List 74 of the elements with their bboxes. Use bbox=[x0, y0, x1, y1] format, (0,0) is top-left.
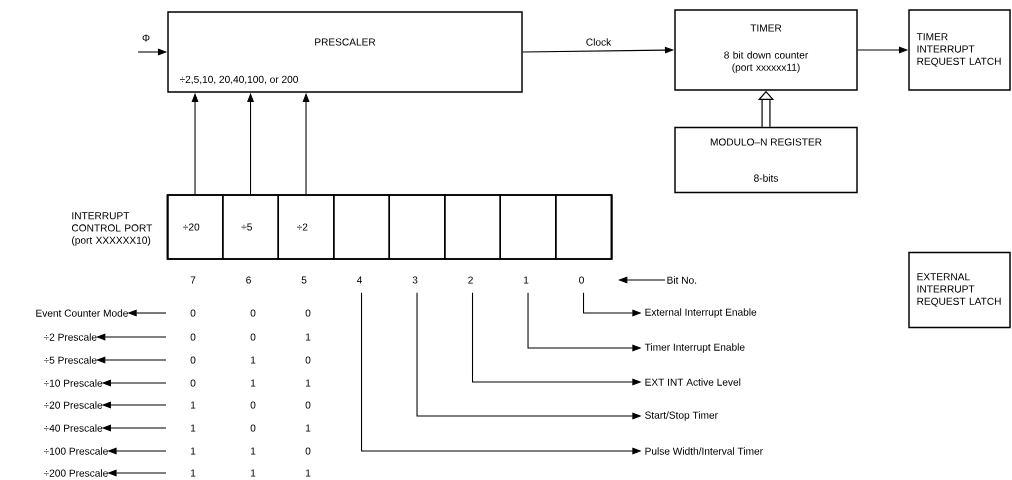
mode-label: ÷200 Prescale bbox=[43, 469, 108, 477]
box-text: ÷2,5,10, 20,40,100, or 200 bbox=[179, 75, 298, 85]
bit-number: 2 bbox=[468, 276, 473, 284]
table-value: 0 bbox=[305, 356, 311, 364]
bit-number: 6 bbox=[246, 276, 251, 284]
box-text: TIMER bbox=[750, 24, 782, 32]
edge-label: Φ bbox=[140, 33, 152, 43]
bit-function-label: EXT INT Active Level bbox=[645, 378, 741, 386]
table-value: 1 bbox=[305, 469, 311, 477]
box-text: ÷20 bbox=[183, 223, 200, 231]
bit-cell bbox=[444, 194, 501, 284]
latch-box bbox=[908, 9, 1011, 91]
mode-label: Event Counter Mode bbox=[36, 309, 128, 317]
table-value: 0 bbox=[190, 379, 196, 387]
bit-cell bbox=[388, 194, 446, 284]
table-value: 1 bbox=[305, 333, 311, 341]
bit-number: 3 bbox=[412, 276, 418, 284]
bit-cell bbox=[277, 194, 335, 284]
mode-label: ÷5 Prescale bbox=[43, 356, 97, 364]
box-text: ÷2 bbox=[297, 223, 308, 231]
bit-cell bbox=[499, 194, 557, 284]
bit-number: 0 bbox=[579, 276, 584, 284]
table-value: 1 bbox=[250, 356, 256, 364]
table-value: 0 bbox=[305, 401, 311, 409]
bit-cell bbox=[333, 194, 390, 284]
table-value: 0 bbox=[305, 447, 311, 455]
table-value: 1 bbox=[250, 379, 256, 387]
bit-number-caption: Bit No. bbox=[667, 276, 697, 284]
box-text: 8-bits bbox=[754, 174, 779, 182]
bit-cell bbox=[555, 194, 612, 284]
bit-function-label: Start/Stop Timer bbox=[645, 411, 718, 421]
bit-function-label: External Interrupt Enable bbox=[645, 308, 757, 318]
mode-label: ÷10 Prescale bbox=[43, 379, 103, 387]
bit-number: 4 bbox=[356, 276, 363, 284]
mode-label: ÷40 Prescale bbox=[43, 424, 103, 432]
port-register-box bbox=[71, 194, 613, 260]
mode-label: ÷2 Prescale bbox=[43, 333, 97, 341]
table-value: 0 bbox=[250, 309, 256, 317]
table-value: 0 bbox=[250, 333, 256, 341]
bit-number: 5 bbox=[301, 276, 307, 284]
prescaler-box bbox=[167, 11, 523, 93]
edge-label: Clock bbox=[584, 36, 613, 48]
box-text: INTERRUPT CONTROL PORT (port XXXXXX10) bbox=[71, 212, 153, 246]
bit-function-label: Pulse Width/Interval Timer bbox=[645, 447, 763, 455]
table-value: 0 bbox=[190, 356, 196, 364]
register-box bbox=[674, 126, 858, 194]
table-value: 1 bbox=[305, 379, 311, 387]
bit-function-label: Timer Interrupt Enable bbox=[644, 343, 745, 353]
table-value: 1 bbox=[190, 401, 196, 409]
bit-cell bbox=[222, 194, 279, 284]
table-value: 0 bbox=[250, 401, 256, 409]
box-text: TIMER INTERRUPT REQUEST LATCH bbox=[916, 33, 1001, 67]
box-text: ÷5 bbox=[241, 223, 252, 231]
box-text: 8 bit down counter (port xxxxxx11) bbox=[724, 51, 809, 73]
table-value: 1 bbox=[190, 447, 196, 455]
table-value: 0 bbox=[305, 309, 311, 317]
mode-label: ÷20 Prescale bbox=[43, 401, 103, 409]
table-value: 0 bbox=[190, 333, 196, 341]
box-text: EXTERNAL INTERRUPT REQUEST LATCH bbox=[917, 273, 1001, 307]
table-value: 1 bbox=[250, 469, 256, 477]
bit-number: 7 bbox=[190, 276, 196, 284]
table-value: 0 bbox=[190, 309, 196, 317]
box-text: MODULO–N REGISTER bbox=[710, 138, 822, 146]
box-text: PRESCALER bbox=[315, 38, 376, 46]
table-value: 0 bbox=[250, 424, 256, 432]
table-value: 1 bbox=[305, 424, 311, 432]
mode-label: ÷100 Prescale bbox=[43, 447, 108, 455]
bit-number: 1 bbox=[524, 276, 529, 284]
bit-cell bbox=[166, 194, 224, 284]
table-value: 1 bbox=[250, 447, 256, 455]
timer-box bbox=[674, 9, 858, 91]
table-value: 1 bbox=[190, 424, 196, 432]
latch-box bbox=[908, 251, 1011, 329]
table-value: 1 bbox=[190, 469, 196, 477]
